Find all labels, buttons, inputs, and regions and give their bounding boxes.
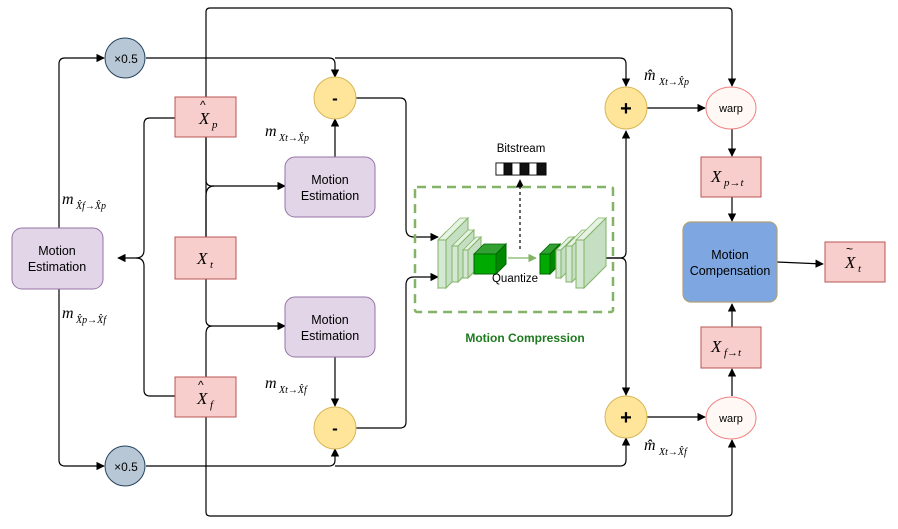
edge-mc-to-output (776, 259, 824, 268)
edge-scale-bottom-to-plus-bottom (335, 437, 631, 467)
svg-text:-: - (332, 419, 338, 438)
plus-bottom: + (604, 395, 648, 439)
svg-text:X̂p→X̂f: X̂p→X̂f (75, 313, 107, 326)
svg-text:Motion: Motion (38, 244, 76, 258)
label-m-t-to-f: m Xt→X̂f (265, 375, 308, 396)
svg-text:t: t (210, 259, 214, 271)
edge-xp-to-me-top (205, 137, 286, 191)
svg-text:×0.5: ×0.5 (114, 460, 138, 474)
frame-xf: X ^ f (174, 376, 237, 418)
edge-xp-to-left-me (117, 117, 175, 263)
edge-decoder-to-plus-top (604, 130, 631, 259)
quantize-label: Quantize (492, 273, 538, 285)
edge-minus-bottom-to-encoder (356, 272, 439, 429)
svg-text:+: + (620, 98, 632, 120)
svg-text:warp: warp (718, 413, 743, 425)
svg-text:m̂: m̂ (644, 437, 656, 454)
svg-text:m: m (265, 123, 277, 140)
label-m-t-to-p: m Xt→X̂p (265, 123, 309, 144)
svg-text:X̂f→X̂p: X̂f→X̂p (75, 199, 106, 212)
frame-xt: X t (174, 236, 237, 280)
edge-scale-top-to-minus-top (146, 57, 340, 78)
scale-top: ×0.5 (104, 37, 146, 79)
svg-text:X: X (710, 167, 722, 186)
svg-text:Estimation: Estimation (301, 329, 359, 343)
svg-text:m̂: m̂ (644, 67, 656, 84)
motion-compression-group: Quantize Motion Compression (413, 185, 615, 345)
edge-minus-top-to-encoder (356, 97, 439, 242)
motion-compression-label: Motion Compression (465, 331, 584, 345)
edge-scale-top-to-plus-top (335, 57, 631, 87)
svg-text:×0.5: ×0.5 (114, 52, 138, 66)
svg-text:Motion: Motion (311, 173, 349, 187)
svg-text:Xt→X̂p: Xt→X̂p (278, 131, 309, 144)
encoder-stack (437, 216, 507, 290)
svg-text:Compensation: Compensation (690, 264, 771, 278)
svg-text:t: t (858, 263, 862, 275)
svg-text:^: ^ (200, 98, 206, 112)
edge-decoder-to-plus-bottom (604, 257, 631, 396)
svg-text:X: X (844, 253, 856, 272)
svg-text:X: X (710, 337, 722, 356)
svg-text:X: X (198, 109, 210, 128)
svg-text:Xt→X̂p: Xt→X̂p (658, 75, 689, 88)
svg-text:Motion: Motion (711, 248, 749, 262)
label-mhat-t-to-f: m̂ Xt→X̂f (644, 437, 688, 458)
svg-text:Xt→X̂f: Xt→X̂f (278, 383, 308, 396)
decoder-stack (539, 216, 607, 290)
edge-left-me-to-scale-top (58, 53, 105, 228)
svg-text:m: m (265, 375, 277, 392)
svg-text:Xt→X̂f: Xt→X̂f (658, 445, 688, 458)
svg-text:X: X (196, 389, 208, 408)
motion-estimation-left: Motion Estimation (11, 227, 104, 290)
label-m-f-to-p: m X̂f→X̂p (62, 191, 106, 212)
motion-estimation-top: Motion Estimation (284, 156, 376, 218)
warp-top: warp (705, 86, 757, 130)
svg-text:f→t: f→t (724, 347, 742, 359)
label-mhat-t-to-p: m̂ Xt→X̂p (644, 67, 689, 88)
svg-text:Estimation: Estimation (301, 189, 359, 203)
edge-xt-to-warp-bottom (205, 417, 737, 517)
plus-top: + (604, 86, 648, 130)
svg-text:+: + (620, 407, 632, 429)
edge-xt-to-warp-top (205, 7, 737, 237)
edge-scale-bottom-to-minus-bottom (146, 448, 340, 467)
minus-bottom: - (313, 406, 357, 450)
svg-text:f: f (210, 399, 215, 411)
bitstream-label: Bitstream (497, 143, 546, 155)
motion-estimation-bottom: Motion Estimation (284, 296, 376, 358)
svg-text:warp: warp (718, 103, 743, 115)
motion-compensation: Motion Compensation (682, 221, 778, 303)
scale-bottom: ×0.5 (104, 445, 146, 487)
warp-bottom: warp (705, 396, 757, 440)
motion-compression-border (413, 185, 615, 314)
edge-xf-to-left-me (135, 257, 175, 397)
svg-text:~: ~ (846, 242, 853, 256)
frame-xp: X ^ p (174, 96, 237, 138)
svg-text:^: ^ (198, 378, 204, 392)
frame-xft: X f→t (700, 326, 762, 369)
svg-text:m: m (62, 191, 74, 208)
label-m-p-to-f: m X̂p→X̂f (62, 305, 107, 326)
svg-text:m: m (62, 305, 74, 322)
svg-text:-: - (332, 89, 338, 108)
svg-text:p: p (211, 119, 218, 131)
svg-text:X: X (196, 249, 208, 268)
svg-text:Motion: Motion (311, 313, 349, 327)
svg-text:Estimation: Estimation (28, 260, 86, 274)
connectors (58, 7, 824, 517)
bitstream: Bitstream (495, 143, 547, 176)
svg-text:p→t: p→t (723, 177, 745, 189)
frame-output: X ~ t (824, 241, 886, 283)
frame-xpt: X p→t (700, 156, 762, 198)
edge-left-me-to-scale-bottom (58, 289, 105, 471)
minus-top: - (313, 76, 357, 120)
edge-xt-to-me-bottom (205, 279, 286, 331)
